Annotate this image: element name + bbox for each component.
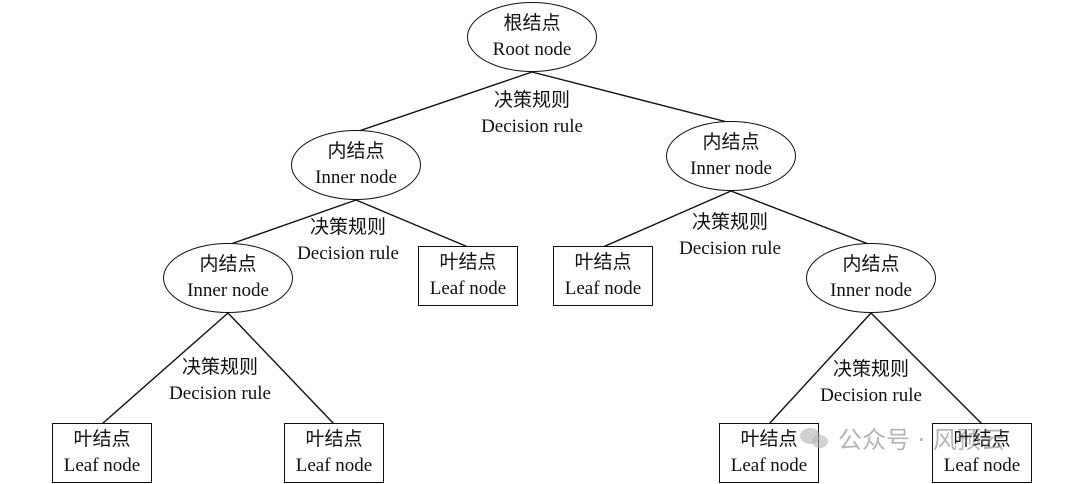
decision-rule-zh: 决策规则 (181, 357, 258, 378)
node-label-zh: 根结点 (503, 13, 561, 34)
leaf-node-c: 叶结点 Leaf node (52, 423, 152, 483)
leaf-node-b: 叶结点 Leaf node (553, 246, 653, 306)
node-label-en: Root node (492, 39, 572, 60)
edge-inner-left-leaf-a (355, 199, 469, 248)
leaf-node-a: 叶结点 Leaf node (418, 246, 518, 306)
decision-rule-inner-leftleft: 决策规则 Decision rule (150, 355, 290, 407)
edge-inner-leftleft-leaf-d (227, 312, 335, 425)
decision-rule-en: Decision rule (679, 238, 781, 259)
node-label-zh: 叶结点 (574, 252, 632, 273)
inner-node-leftleft: 内结点 Inner node (163, 243, 293, 313)
node-label-en: Leaf node (730, 455, 808, 476)
node-label-en: Inner node (315, 167, 397, 188)
edge-inner-right-leaf-b (602, 190, 732, 248)
edge-inner-rightright-leaf-f (870, 312, 983, 425)
edge-inner-leftleft-leaf-c (101, 312, 229, 425)
edge-inner-right-inner-rightright (730, 190, 872, 246)
node-label-en: Leaf node (564, 278, 642, 299)
node-label-zh: 叶结点 (953, 429, 1011, 450)
decision-rule-zh: 决策规则 (832, 359, 909, 380)
decision-rule-inner-left: 决策规则 Decision rule (278, 215, 418, 267)
node-label-en: Inner node (690, 158, 772, 179)
node-label-zh: 叶结点 (305, 429, 363, 450)
node-label-zh: 叶结点 (73, 429, 131, 450)
root-node: 根结点 Root node (467, 2, 597, 72)
decision-rule-en: Decision rule (820, 385, 922, 406)
node-label-en: Inner node (830, 280, 912, 301)
decision-rule-en: Decision rule (297, 243, 399, 264)
leaf-node-e: 叶结点 Leaf node (719, 423, 819, 483)
inner-node-right: 内结点 Inner node (666, 121, 796, 191)
node-label-en: Leaf node (429, 278, 507, 299)
inner-node-left: 内结点 Inner node (291, 130, 421, 200)
edge-inner-rightright-leaf-e (768, 312, 872, 425)
decision-rule-zh: 决策规则 (309, 217, 386, 238)
decision-rule-inner-rightright: 决策规则 Decision rule (801, 357, 941, 409)
decision-rule-en: Decision rule (481, 116, 583, 137)
node-label-zh: 内结点 (327, 141, 385, 162)
edge-root-inner-left (355, 71, 533, 133)
inner-node-rightright: 内结点 Inner node (806, 243, 936, 313)
edge-inner-left-inner-leftleft (227, 199, 357, 246)
node-label-zh: 叶结点 (740, 429, 798, 450)
decision-rule-zh: 决策规则 (493, 90, 570, 111)
node-label-en: Inner node (187, 280, 269, 301)
node-label-zh: 内结点 (842, 254, 900, 275)
leaf-node-f: 叶结点 Leaf node (932, 423, 1032, 483)
node-label-zh: 内结点 (702, 132, 760, 153)
node-label-en: Leaf node (63, 455, 141, 476)
node-label-zh: 叶结点 (439, 252, 497, 273)
decision-rule-inner-right: 决策规则 Decision rule (660, 210, 800, 262)
node-label-zh: 内结点 (199, 254, 257, 275)
leaf-node-d: 叶结点 Leaf node (284, 423, 384, 483)
decision-rule-en: Decision rule (169, 383, 271, 404)
node-label-en: Leaf node (295, 455, 373, 476)
node-label-en: Leaf node (943, 455, 1021, 476)
decision-rule-zh: 决策规则 (691, 212, 768, 233)
edge-root-inner-right (531, 71, 732, 124)
decision-rule-root: 决策规则 Decision rule (462, 88, 602, 140)
